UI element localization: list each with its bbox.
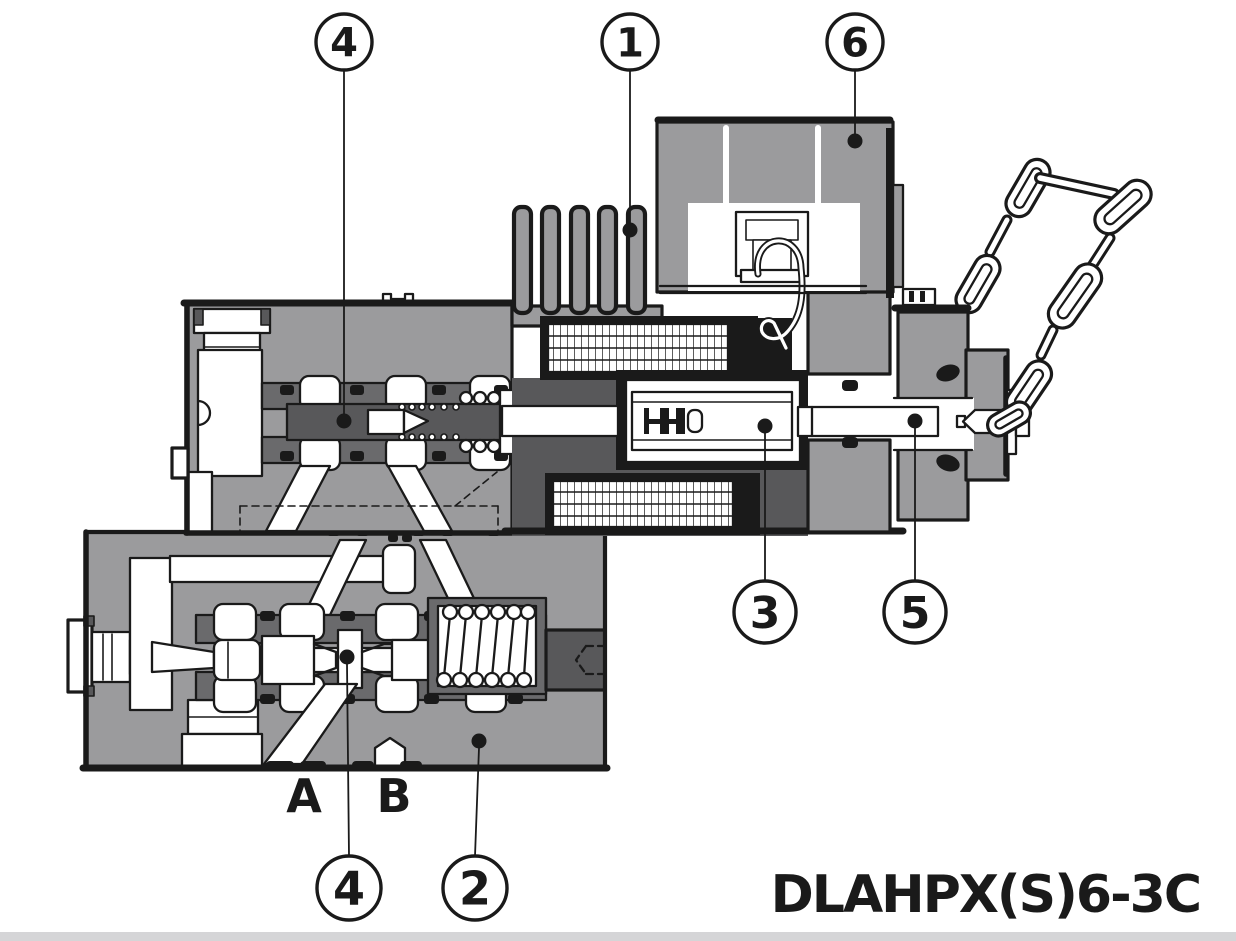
side-plug: [90, 630, 132, 684]
pilot-spool-bore: [260, 374, 516, 472]
svg-text:5: 5: [900, 588, 931, 639]
callout-1: 1: [600, 12, 660, 238]
svg-text:2: 2: [459, 862, 491, 916]
coil-winding-upper: [540, 316, 792, 380]
callouts: 4 1 6 3 5 4 2: [314, 12, 948, 922]
model-label: DLAHPX(S)6-3C: [771, 865, 1200, 925]
port-label-a: A: [286, 769, 322, 823]
vertical-gallery: [128, 556, 174, 712]
callout-6: 6: [825, 12, 885, 149]
footer-strip: [0, 932, 1236, 941]
callout-5: 5: [882, 413, 948, 645]
svg-text:6: 6: [841, 20, 869, 66]
chain-rear: [944, 157, 1153, 348]
chain-front: [986, 232, 1116, 438]
screw-head: [901, 287, 937, 307]
callout-3: 3: [732, 418, 798, 645]
main-valve-body: [66, 518, 611, 772]
svg-text:4: 4: [330, 20, 358, 66]
push-rod: [500, 404, 620, 438]
connector-cavity: [658, 203, 868, 352]
armature-tube: [616, 370, 808, 470]
cooling-fins: [510, 204, 664, 328]
pilot-valve-body: [170, 292, 518, 536]
port-label-b: B: [376, 769, 411, 823]
main-spool: [212, 628, 436, 690]
callout-4: 4: [315, 649, 383, 922]
main-return-spring: [426, 596, 548, 696]
callout-4: 4: [314, 12, 374, 429]
end-plug: [544, 628, 607, 692]
svg-text:1: 1: [616, 20, 644, 66]
coil-winding-lower: [545, 473, 760, 535]
svg-text:3: 3: [750, 588, 781, 639]
callout-2: 2: [441, 733, 509, 922]
main-spool-bore: [194, 596, 607, 714]
svg-text:4: 4: [333, 862, 365, 916]
horizontal-gallery: [168, 554, 394, 584]
solenoid: [500, 204, 907, 536]
pilot-spool: [285, 402, 504, 442]
connector-housing: [654, 116, 905, 534]
